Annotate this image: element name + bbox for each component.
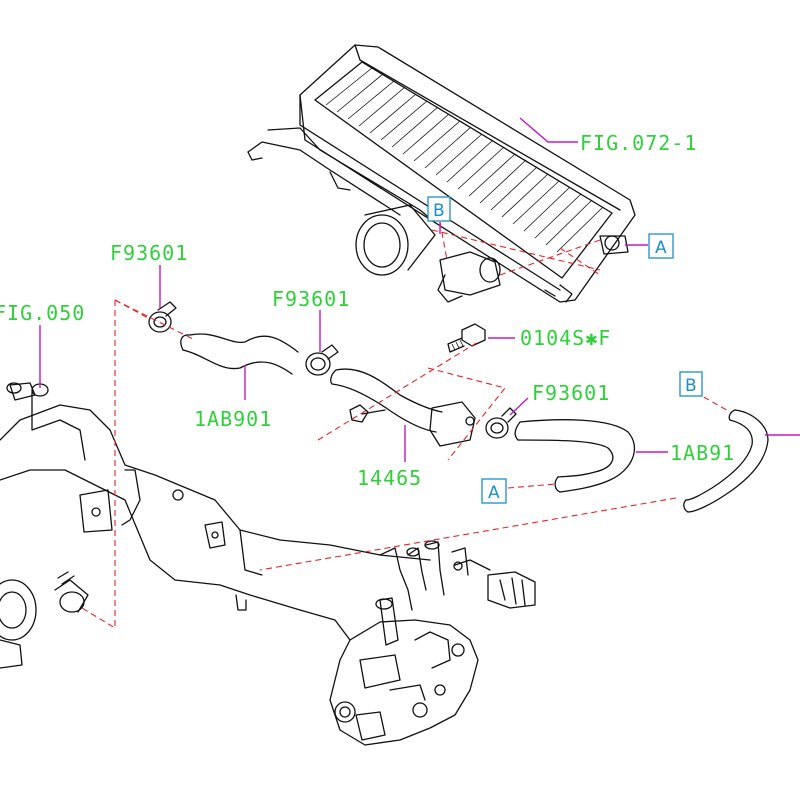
label-fig-050: FIG.050 bbox=[0, 301, 85, 325]
label-bolt-0104s: 0104S✱F bbox=[520, 326, 611, 350]
label-fig-072-1: FIG.072-1 bbox=[580, 131, 697, 155]
label-clamp-f93601-left: F93601 bbox=[110, 241, 188, 265]
clamp-f93601-right bbox=[485, 407, 517, 439]
svg-text:B: B bbox=[685, 376, 697, 396]
pipe-14465 bbox=[330, 368, 476, 447]
label-clamp-f93601-mid: F93601 bbox=[272, 287, 350, 311]
label-hose-1ab91: 1AB91 bbox=[670, 441, 735, 465]
intercooler-assembly bbox=[247, 44, 636, 303]
svg-text:A: A bbox=[655, 238, 667, 258]
svg-text:B: B bbox=[433, 201, 445, 221]
intercooler-outlet bbox=[355, 204, 436, 276]
label-clamp-f93601-right: F93601 bbox=[532, 381, 610, 405]
ref-box-b-top: B bbox=[427, 196, 451, 222]
intercooler-core bbox=[314, 61, 613, 279]
ref-box-b-right: B bbox=[679, 371, 703, 397]
clamp-f93601-left bbox=[148, 301, 177, 333]
label-hose-1ab901: 1AB901 bbox=[194, 407, 272, 431]
hose-1ab91 bbox=[514, 419, 636, 493]
hose-long-right bbox=[683, 409, 769, 513]
hose-1ab901 bbox=[180, 333, 299, 375]
svg-text:A: A bbox=[488, 483, 500, 503]
ref-box-a-top: A bbox=[648, 233, 674, 259]
ref-box-a-bottom: A bbox=[481, 478, 507, 504]
intake-manifold bbox=[0, 382, 536, 746]
dashed-connection-lines bbox=[81, 221, 731, 629]
clamp-f93601-mid bbox=[305, 344, 339, 376]
label-pipe-14465: 14465 bbox=[357, 466, 422, 490]
leader-lines bbox=[39, 117, 800, 462]
bolt-0104s bbox=[447, 323, 486, 353]
